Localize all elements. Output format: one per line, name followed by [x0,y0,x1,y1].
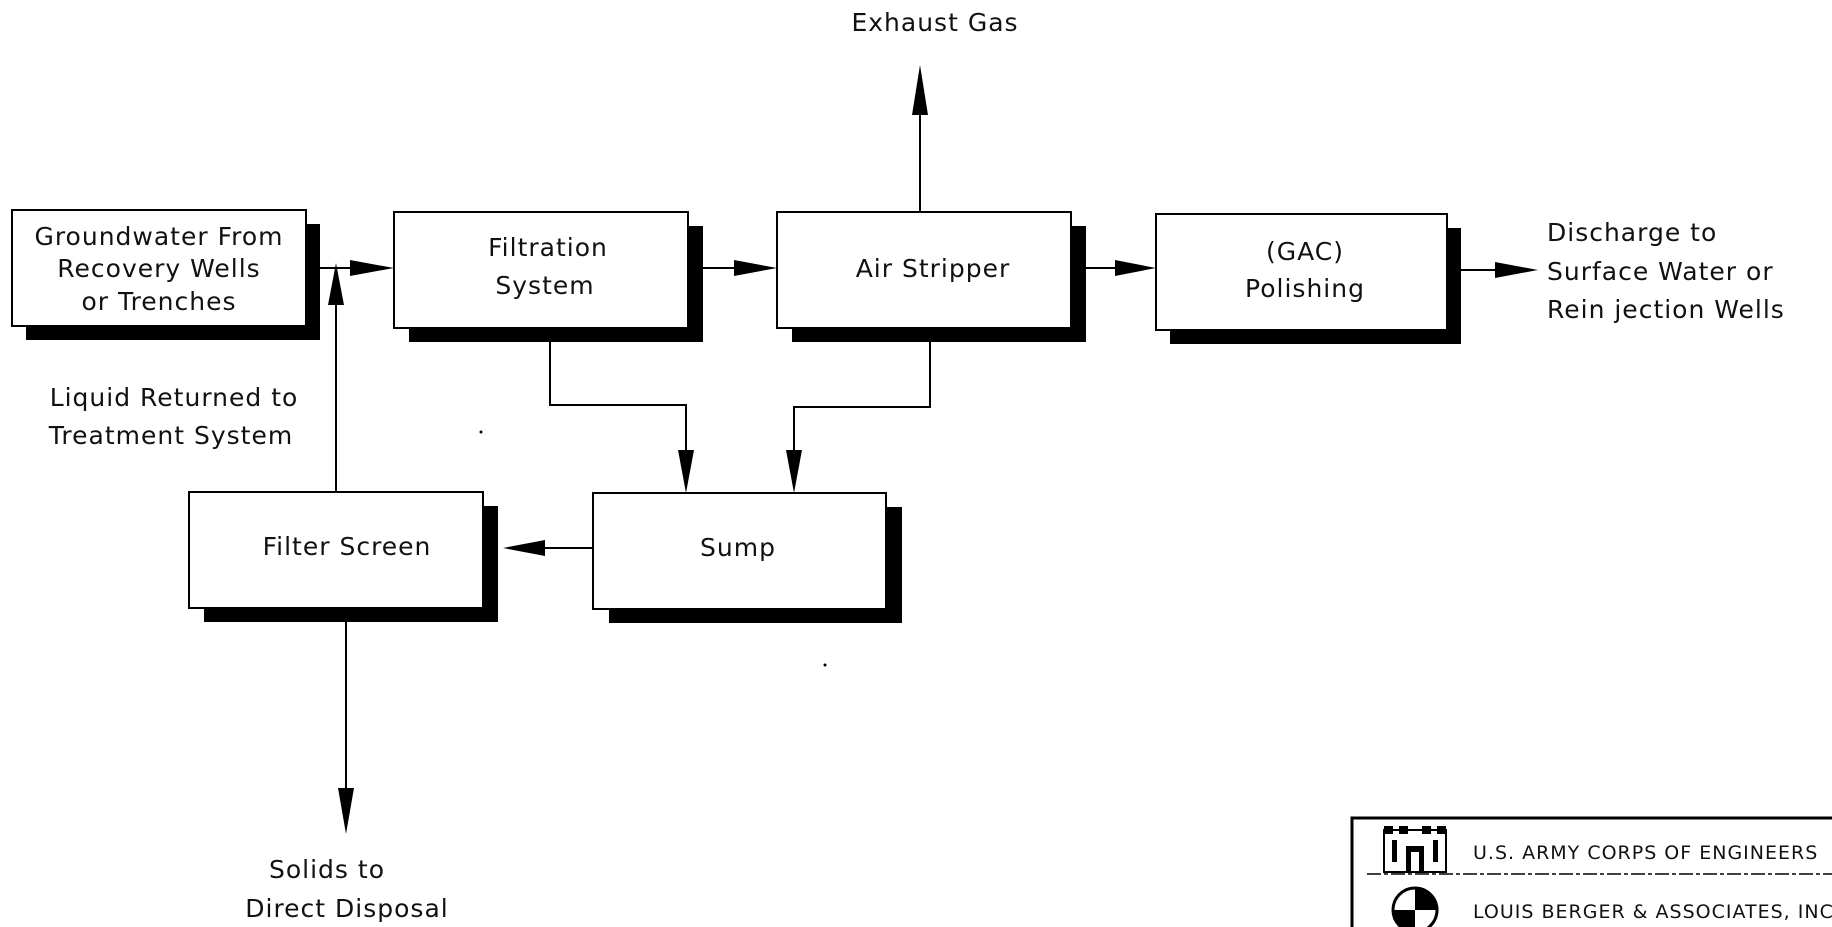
stray-dot-2 [823,663,827,667]
usace-title: U.S. ARMY CORPS OF ENGINEERS [1473,842,1818,864]
groundwater-line-3: or Trenches [81,287,236,316]
gac-box: (GAC) Polishing [1155,213,1461,344]
sump-label: Sump [700,533,776,562]
filtration-to-sump-line [549,328,687,450]
discharge-line-1: Discharge to [1547,218,1717,247]
sump-box-body [592,492,887,610]
filtration-line-2: System [495,271,594,300]
arrowhead-air-stripper-in [734,260,777,276]
air-stripper-label: Air Stripper [856,254,1011,283]
solids-line-1: Solids to [269,855,385,884]
arrowhead-filtration-in [350,260,394,276]
filtration-box: Filtration System [393,211,703,342]
arrowhead-discharge [1495,262,1538,278]
connectors [306,115,1495,788]
solids-line-2: Direct Disposal [245,894,448,923]
arrowhead-sump-in-left [678,450,694,493]
groundwater-box: Groundwater From Recovery Wells or Trenc… [11,209,320,340]
air-stripper-box: Air Stripper [776,211,1086,342]
liquid-returned-line-2: Treatment System [48,421,293,450]
arrowhead-liquid-return [328,263,344,305]
gac-box-body [1155,213,1448,331]
title-block-border [1350,816,1832,927]
usace-castle-logo [1383,826,1447,873]
exhaust-gas-label: Exhaust Gas [851,8,1018,37]
groundwater-line-2: Recovery Wells [57,254,260,283]
arrowhead-exhaust [912,65,928,115]
title-block: U.S. ARMY CORPS OF ENGINEERS LOUIS BERGE… [1350,816,1832,927]
gac-line-2: Polishing [1245,274,1365,303]
groundwater-line-1: Groundwater From [34,222,283,251]
louis-berger-logo [1391,886,1439,927]
arrowhead-solids [338,788,354,834]
filter-screen-label: Filter Screen [263,532,432,561]
filter-screen-box-body [188,491,484,609]
filter-screen-box: Filter Screen [188,491,498,622]
stray-dot-1 [479,430,483,434]
filtration-line-1: Filtration [488,233,608,262]
sump-box: Sump [592,492,902,623]
air-stripper-box-body [776,211,1072,329]
filtration-box-body [393,211,689,329]
discharge-line-3: Rein jection Wells [1547,295,1785,324]
discharge-line-2: Surface Water or [1547,257,1774,286]
arrowheads [328,65,1538,834]
air-stripper-to-sump-line [793,342,931,450]
gac-line-1: (GAC) [1266,237,1344,266]
arrowhead-sump-in-right [786,450,802,493]
liquid-returned-line-1: Liquid Returned to [50,383,299,412]
groundwater-box-body [11,209,307,327]
berger-title: LOUIS BERGER & ASSOCIATES, INC. [1473,901,1832,923]
arrowhead-gac-in [1115,260,1156,276]
arrowhead-filter-screen-in [503,540,545,556]
